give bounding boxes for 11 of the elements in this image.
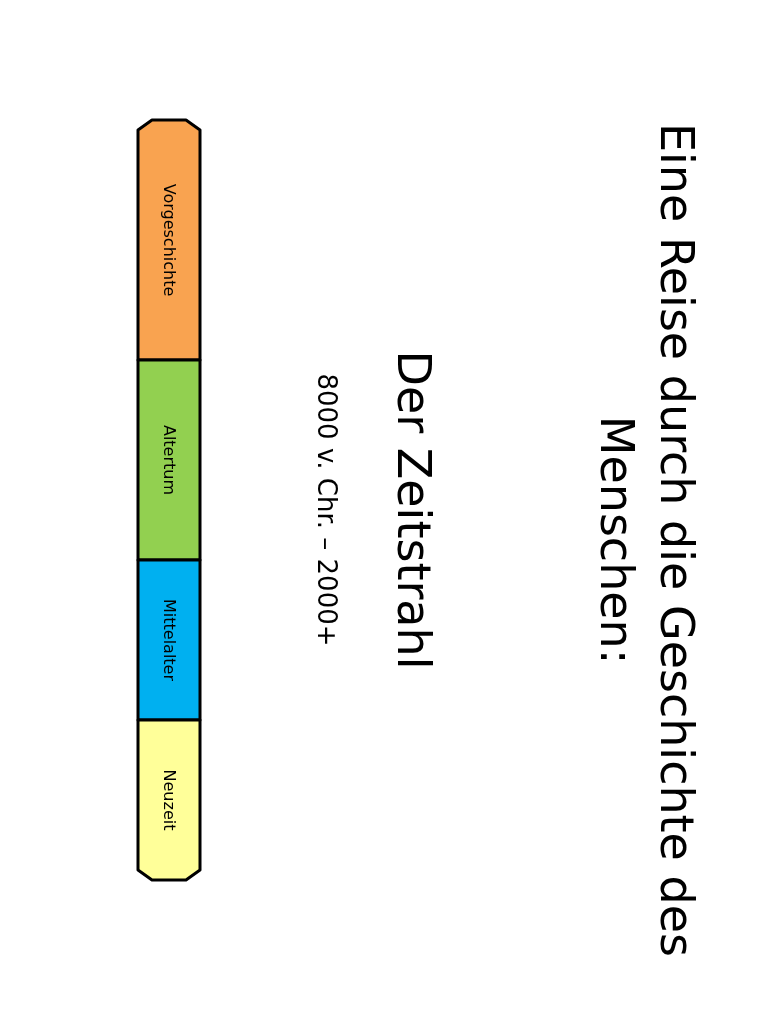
subtitle-text: Der Zeitstrahl [386, 349, 442, 672]
timeline-segment [138, 120, 200, 360]
date-range-text: 8000 v. Chr. – 2000+ [311, 372, 343, 649]
segment-label: Altertum [159, 423, 179, 498]
title-text: Eine Reise durch die Geschichte des Menschen: [589, 122, 705, 959]
timeline-segment [138, 360, 200, 560]
segment-label: Vorgeschichte [159, 182, 179, 299]
timeline-segment [138, 720, 200, 880]
segment-label: Mittelalter [159, 598, 179, 683]
timeline-segment [138, 560, 200, 720]
segment-label: Neuzeit [159, 768, 179, 833]
